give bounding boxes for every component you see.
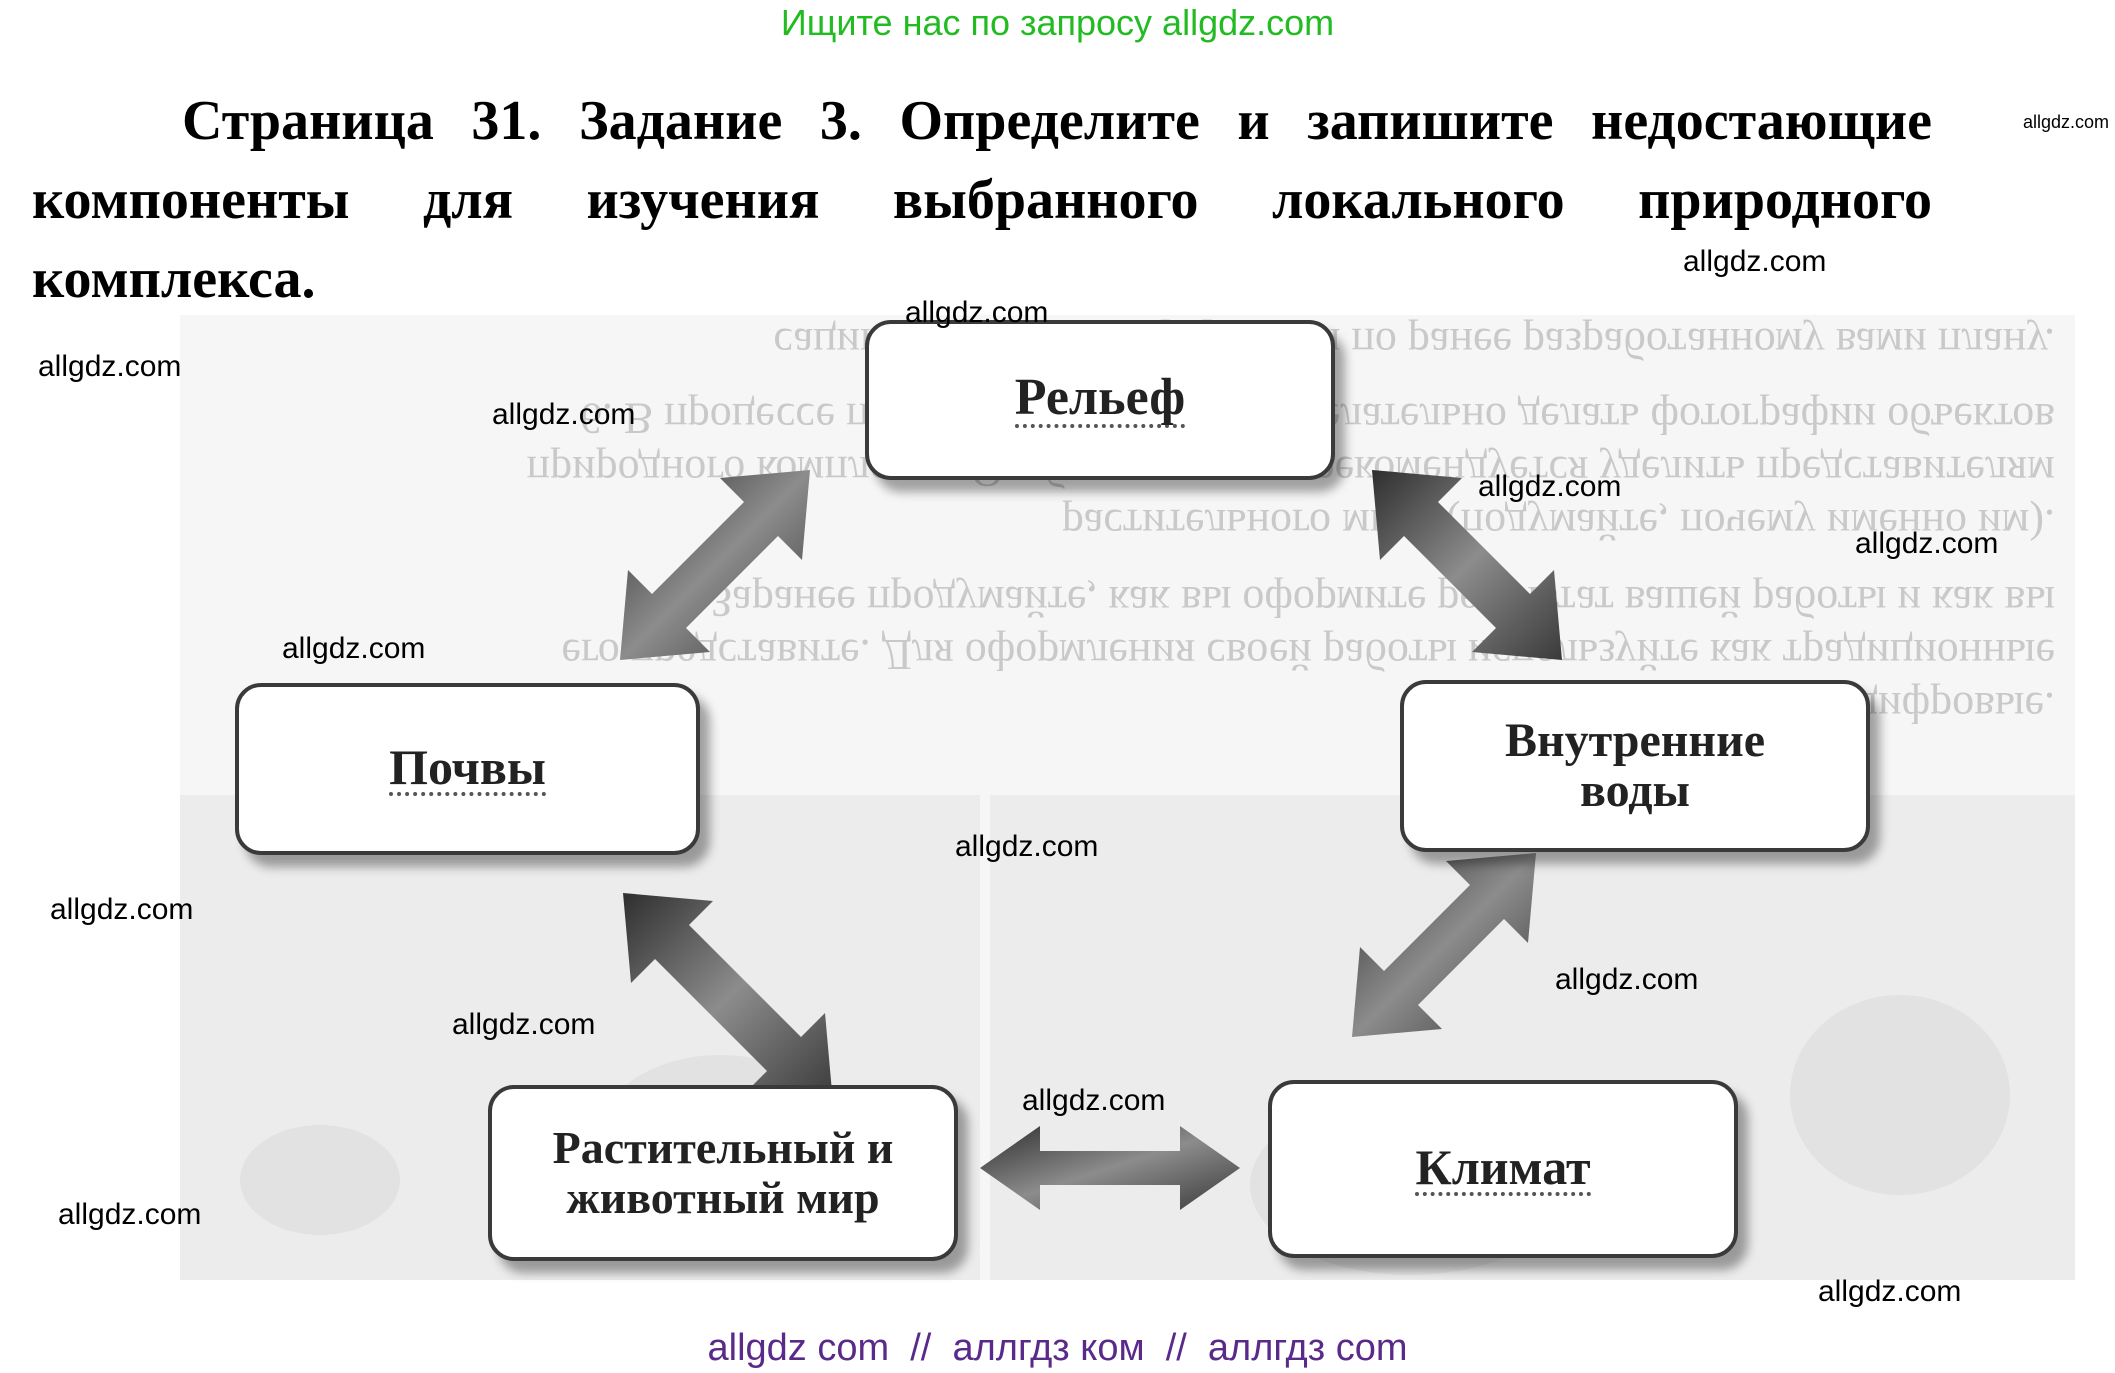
- watermark: allgdz.com: [1478, 470, 1622, 503]
- watermark: allgdz.com: [2023, 112, 2110, 132]
- node-flora-line2: животный мир: [566, 1172, 880, 1223]
- node-flora-line1: Растительный и: [552, 1122, 894, 1173]
- bottom-banner: allgdz com // аллгдз ком // аллгдз com: [707, 1327, 1408, 1369]
- node-climate: Климат: [1268, 1080, 1738, 1258]
- watermark: allgdz.com: [282, 632, 426, 665]
- watermark: allgdz.com: [58, 1198, 202, 1231]
- watermark: allgdz.com: [492, 398, 636, 431]
- watermark: allgdz.com: [1555, 963, 1699, 996]
- watermark: allgdz.com: [905, 296, 1049, 329]
- node-relief-label: Рельеф: [1014, 369, 1186, 428]
- arrow-flora-climate: [980, 1126, 1240, 1210]
- node-flora-fauna: Растительный и животный мир: [488, 1085, 958, 1261]
- node-waters-line2: воды: [1580, 764, 1690, 817]
- task-text: Страница 31. Задание 3. Определите и зап…: [32, 90, 1932, 310]
- node-inland-waters: Внутренние воды: [1400, 680, 1870, 852]
- node-relief: Рельеф: [865, 320, 1335, 480]
- node-climate-label: Климат: [1415, 1139, 1591, 1196]
- node-waters-line1: Внутренние: [1504, 714, 1766, 767]
- watermark: allgdz.com: [1855, 527, 1999, 560]
- node-soils-label: Почвы: [389, 739, 546, 796]
- arrow-relief-soils: [620, 470, 810, 660]
- watermark: allgdz.com: [955, 830, 1099, 863]
- task-heading: Страница 31. Задание 3. Определите и зап…: [32, 82, 1932, 319]
- watermark: allgdz.com: [1022, 1084, 1166, 1117]
- top-banner: Ищите нас по запросу allgdz.com: [780, 2, 1335, 43]
- watermark: allgdz.com: [38, 350, 182, 383]
- watermark: allgdz.com: [1683, 245, 1827, 278]
- arrow-waters-climate: [1352, 853, 1536, 1037]
- arrow-relief-waters: [1372, 470, 1562, 660]
- watermark: allgdz.com: [1818, 1275, 1962, 1308]
- arrow-soils-flora: [623, 893, 833, 1103]
- watermark: allgdz.com: [50, 893, 194, 926]
- watermark: allgdz.com: [452, 1008, 596, 1041]
- node-soils: Почвы: [235, 683, 700, 855]
